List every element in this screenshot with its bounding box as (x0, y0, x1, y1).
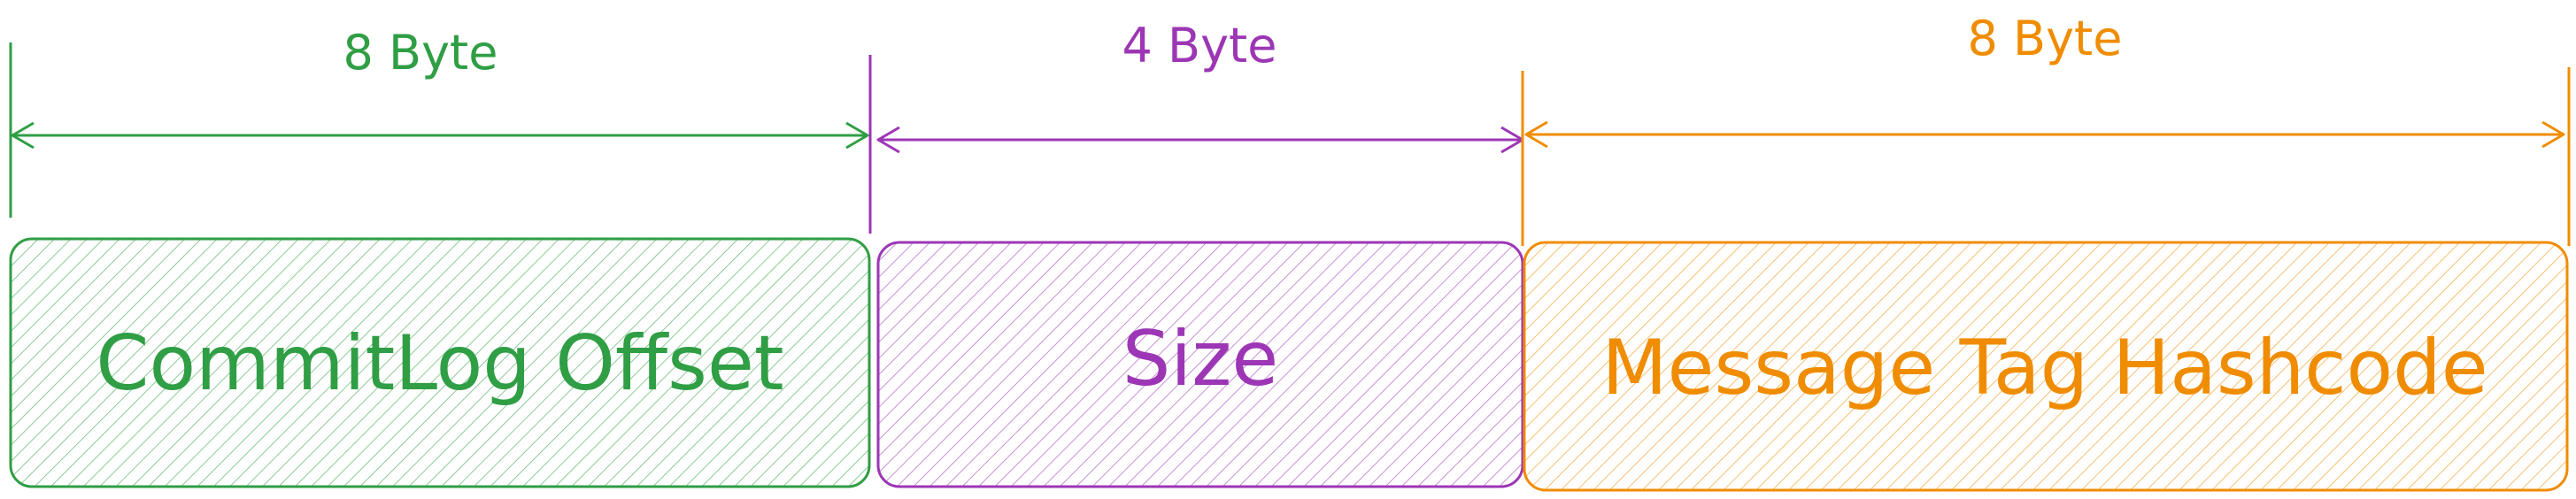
size-label-commitlog-offset: 8 Byte (343, 25, 498, 81)
arrowhead-left-commitlog-offset (11, 121, 35, 150)
box-message-tag-hashcode (1523, 241, 2569, 492)
arrowhead-right-commitlog-offset (845, 121, 869, 150)
arrowhead-left-message-tag-hashcode (1524, 120, 1548, 149)
arrowhead-right-message-tag-hashcode (2541, 120, 2565, 149)
label-size: Size (1122, 315, 1279, 403)
size-label-message-tag-hashcode: 8 Byte (1968, 11, 2123, 66)
field-message-tag-hashcode: 8 Byte Message Tag Hashcode (1521, 11, 2571, 492)
size-label-size: 4 Byte (1122, 18, 1277, 73)
box-commitlog-offset (9, 237, 871, 488)
box-size (876, 241, 1524, 488)
label-message-tag-hashcode: Message Tag Hashcode (1601, 324, 2487, 412)
label-commitlog-offset: CommitLog Offset (96, 319, 783, 408)
field-size: 4 Byte Size (868, 18, 1524, 488)
arrowhead-left-size (876, 126, 900, 154)
field-commitlog-offset: 8 Byte CommitLog Offset (9, 25, 871, 488)
